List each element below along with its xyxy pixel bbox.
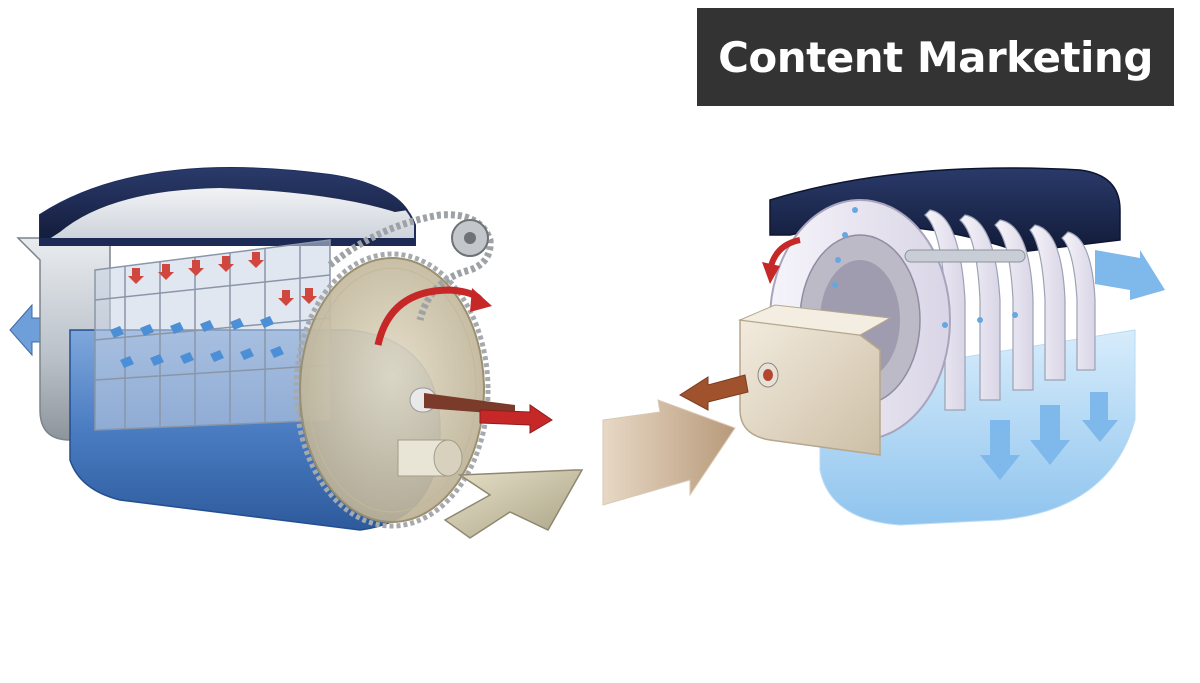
end-box	[739, 319, 881, 456]
spray-nozzles	[832, 207, 1018, 328]
hood-navy-band	[40, 168, 408, 245]
drum-red-arrows	[128, 252, 317, 306]
spray-arrows-blue	[980, 250, 1165, 480]
shaft	[409, 387, 553, 434]
disc-filter	[679, 167, 1165, 526]
spray-bar	[904, 249, 1026, 263]
banner-title: Content Marketing	[718, 32, 1153, 82]
drum-end-face	[299, 257, 485, 523]
outlet-arrow-red	[479, 404, 553, 434]
outlet-arrow-brown	[679, 374, 749, 411]
transfer-arrow-tan	[602, 399, 736, 506]
inlet-arrow-khaki	[443, 469, 584, 539]
inlet-pipe	[397, 439, 463, 477]
drum-filter	[9, 167, 584, 539]
drum-blue-arrows	[110, 316, 284, 368]
drive-chain	[293, 211, 494, 529]
title-banner: Content Marketing	[697, 8, 1174, 106]
drum-cage	[94, 239, 331, 431]
